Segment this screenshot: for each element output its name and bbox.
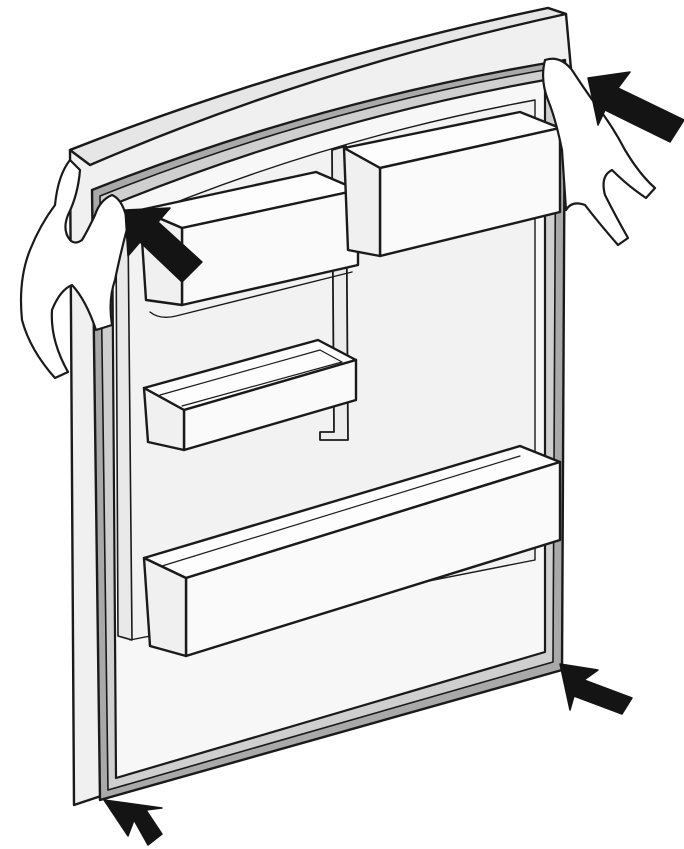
pressing-arrow-icon	[560, 664, 632, 714]
pressing-arrow-icon	[104, 800, 162, 845]
